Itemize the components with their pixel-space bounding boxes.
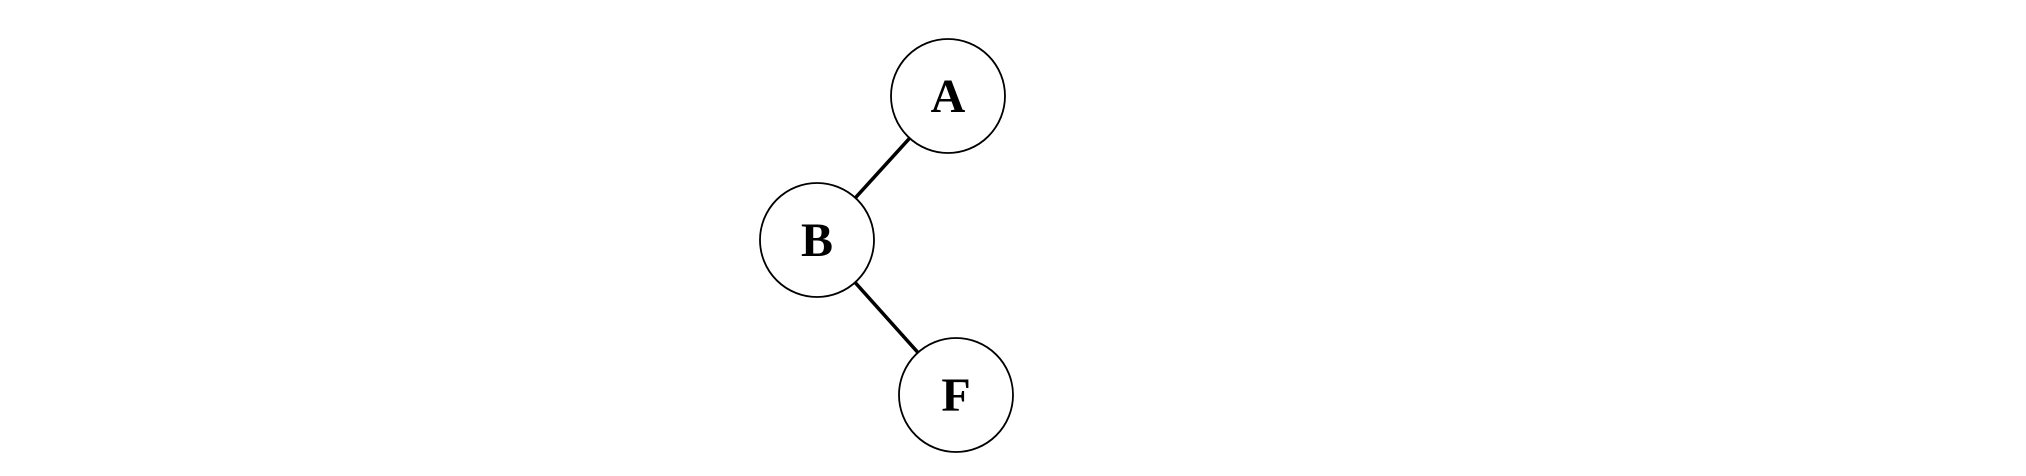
node-label-A: A [931, 70, 966, 123]
node-label-F: F [941, 369, 970, 422]
node-F: F [898, 337, 1014, 453]
node-label-B: B [801, 214, 833, 267]
node-A: A [890, 38, 1006, 154]
node-B: B [759, 182, 875, 298]
node-circle-F [898, 337, 1014, 453]
node-circle-A [890, 38, 1006, 154]
node-circle-B [759, 182, 875, 298]
